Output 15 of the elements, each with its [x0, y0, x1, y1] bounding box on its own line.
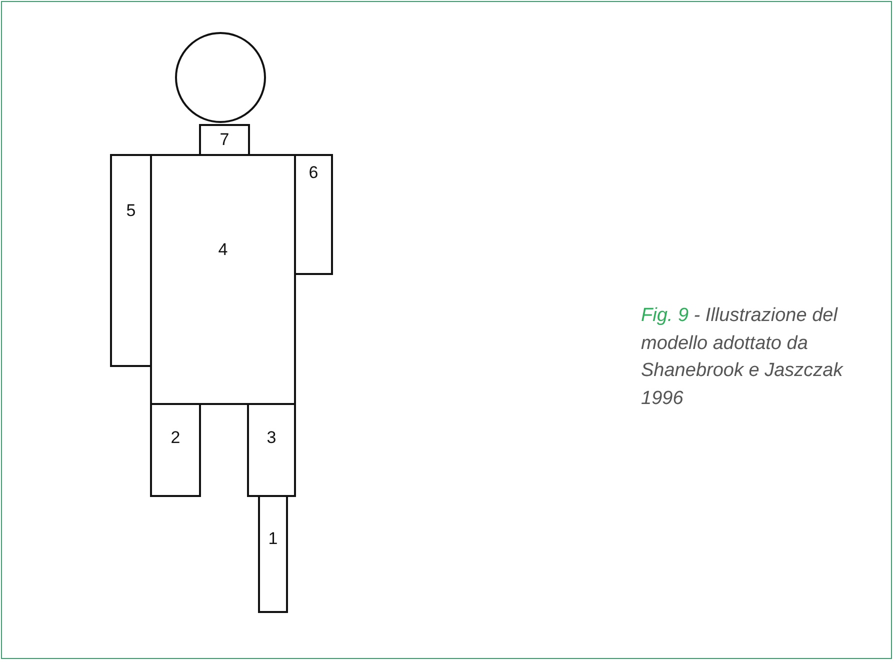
body-segment-box [258, 495, 288, 613]
segment-number: 3 [266, 428, 276, 448]
segment-number: 7 [220, 130, 230, 150]
segment-number: 5 [126, 200, 136, 220]
figure-caption: Fig. 9 - Illustrazione del modello adottato da Shanebrook e Jaszczak 1996 [641, 304, 844, 411]
body-segment-box [247, 403, 296, 497]
segment-number: 1 [268, 529, 278, 549]
body-segment-box [150, 154, 296, 405]
segment-number: 2 [170, 428, 180, 448]
segment-number: 4 [218, 240, 228, 260]
body-segment-box [199, 124, 250, 156]
body-segment-box [110, 154, 152, 367]
body-segment-box [150, 403, 201, 497]
segment-number: 6 [308, 162, 318, 182]
body-segment-box [294, 154, 333, 275]
